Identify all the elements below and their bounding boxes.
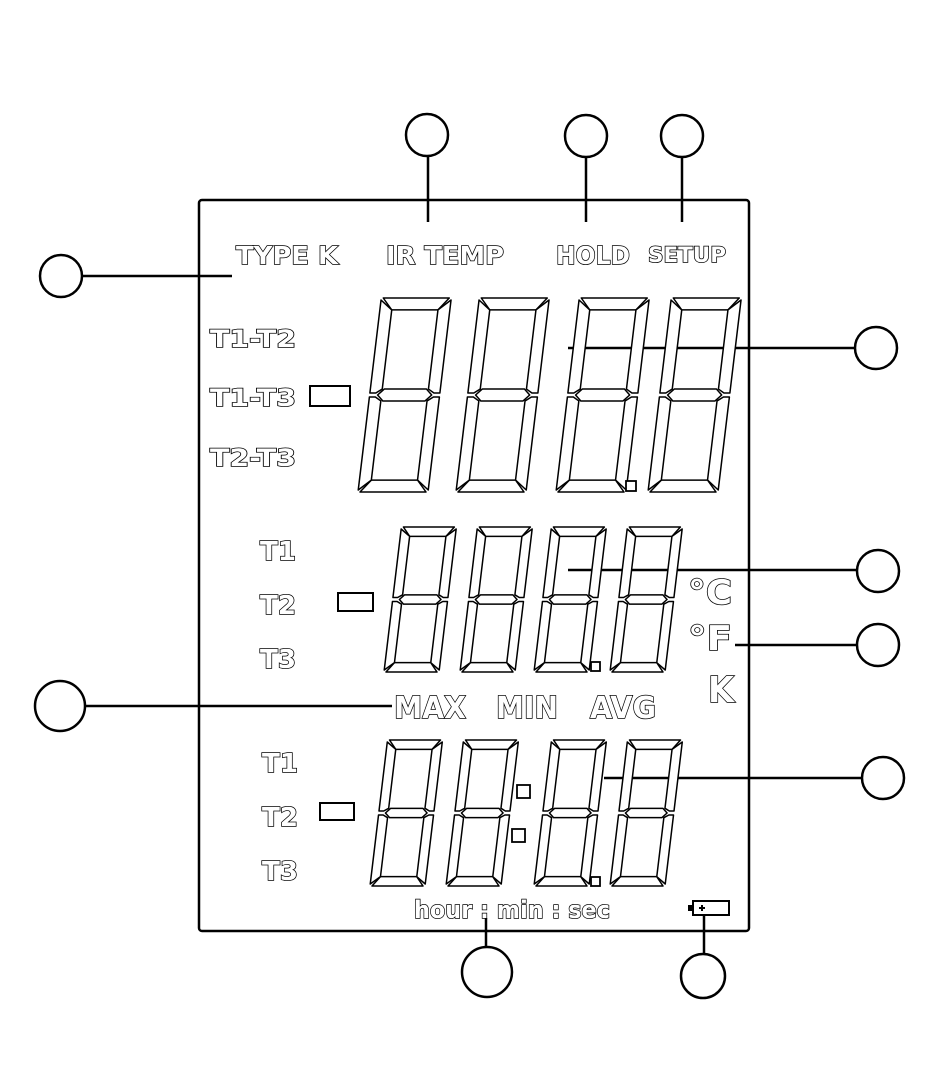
avg-label: AVG <box>590 691 656 726</box>
timer-colon-upper <box>517 785 530 798</box>
primary-minus-segment <box>310 386 350 406</box>
max-label: MAX <box>394 691 466 726</box>
segment-g <box>576 389 630 401</box>
callout-timer-display <box>862 757 904 799</box>
low-t3-label: T3 <box>262 857 298 887</box>
unit-k-label: K <box>708 670 735 711</box>
callout-setup <box>661 115 703 157</box>
callout-ir-temp <box>406 114 448 156</box>
callout-primary-display <box>855 327 897 369</box>
mid-t3-label: T3 <box>260 645 296 675</box>
segment-g <box>475 595 517 604</box>
segment-g <box>549 595 591 604</box>
timer-minus-segment <box>320 803 354 820</box>
hold-label: HOLD <box>556 241 630 270</box>
callout-battery <box>681 954 725 998</box>
secondary-minus-segment <box>338 593 373 611</box>
callout-units <box>857 624 899 666</box>
diff-t2-t3-label: T2-T3 <box>210 444 296 472</box>
callout-secondary-display <box>857 550 899 592</box>
callout-max-min-avg <box>35 681 85 731</box>
callout-hold <box>565 115 607 157</box>
diff-t1-t2-label: T1-T2 <box>210 325 296 353</box>
unit-c-label: °C <box>688 573 732 613</box>
segment-g <box>378 389 432 401</box>
segment-g <box>476 389 530 401</box>
segment-g <box>625 595 667 604</box>
primary-decimal-point <box>626 481 636 491</box>
segment-g <box>668 389 722 401</box>
timer-colon-lower <box>512 829 525 842</box>
diff-t1-t3-label: T1-T3 <box>210 384 296 412</box>
ir-temp-label: IR TEMP <box>386 241 504 270</box>
segment-g <box>385 808 427 817</box>
secondary-decimal-point <box>591 662 600 671</box>
type-k-label: TYPE K <box>236 241 340 270</box>
setup-label: SETUP <box>648 243 726 267</box>
low-t1-label: T1 <box>262 749 298 779</box>
min-label: MIN <box>496 691 558 726</box>
battery-icon <box>688 901 729 915</box>
mid-t2-label: T2 <box>260 591 296 621</box>
unit-f-label: °F <box>688 619 732 659</box>
segment-g <box>399 595 441 604</box>
segment-g <box>461 808 503 817</box>
callout-time-caption <box>462 947 512 997</box>
timer-decimal-point <box>591 877 600 886</box>
time-caption: hour : min : sec <box>414 896 610 924</box>
low-t2-label: T2 <box>262 803 298 833</box>
callout-type-k <box>40 255 82 297</box>
segment-g <box>625 808 667 817</box>
mid-t1-label: T1 <box>260 537 296 567</box>
segment-g <box>549 808 591 817</box>
